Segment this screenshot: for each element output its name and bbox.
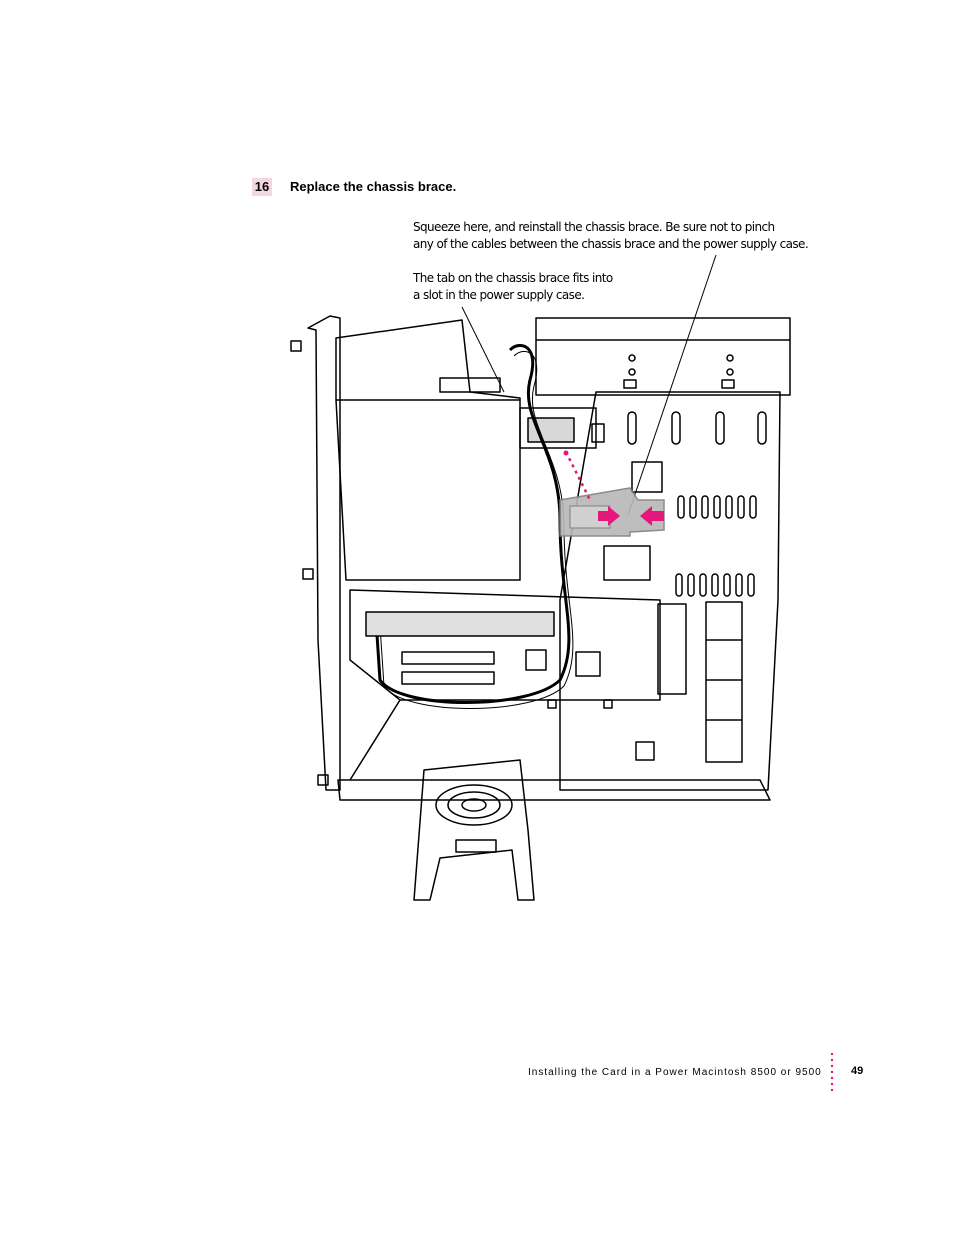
power-supply-box bbox=[519, 407, 597, 449]
callout-squeeze-line2: any of the cables between the chassis br… bbox=[413, 237, 809, 251]
logic-board bbox=[349, 589, 661, 701]
callout-tab-line1: The tab on the chassis brace fits into bbox=[413, 271, 613, 285]
chassis-right-side bbox=[559, 391, 781, 791]
pci-slot-1 bbox=[401, 651, 495, 665]
fan-housing bbox=[413, 759, 535, 901]
case-floor bbox=[337, 779, 771, 801]
running-footer-title: Installing the Card in a Power Macintosh… bbox=[528, 1067, 822, 1078]
squeeze-arrow-left bbox=[598, 506, 620, 526]
bay-rack-left bbox=[657, 603, 687, 695]
cable-bundle bbox=[374, 344, 571, 704]
footer-dotted-divider bbox=[830, 1052, 834, 1092]
front-screw-bottom bbox=[317, 774, 329, 786]
squeeze-arrow-right bbox=[640, 506, 664, 526]
callout-squeeze: Squeeze here, and reinstall the chassis … bbox=[413, 219, 809, 253]
tab-insertion-path bbox=[564, 451, 592, 501]
bay-rack-right bbox=[705, 601, 743, 763]
fan-blades bbox=[435, 784, 513, 826]
callout-squeeze-line1: Squeeze here, and reinstall the chassis … bbox=[413, 220, 775, 234]
front-screw-top bbox=[290, 340, 302, 352]
leader-line-squeeze bbox=[627, 254, 717, 516]
pci-card bbox=[365, 611, 555, 637]
pci-slot-2 bbox=[401, 671, 495, 685]
step-instruction: Replace the chassis brace. bbox=[290, 179, 457, 194]
drive-bay bbox=[335, 319, 521, 581]
page-number: 49 bbox=[851, 1065, 864, 1077]
callout-tab: The tab on the chassis brace fits into a… bbox=[413, 270, 613, 304]
vent-slots-low bbox=[675, 573, 755, 597]
vent-slots-top bbox=[627, 411, 767, 445]
front-panel bbox=[307, 315, 341, 791]
callout-tab-line2: a slot in the power supply case. bbox=[413, 288, 585, 302]
vent-slots-mid bbox=[677, 495, 757, 519]
computer-chassis-illustration bbox=[290, 254, 791, 901]
step-number: 16 bbox=[252, 178, 272, 196]
front-screw-mid bbox=[302, 568, 314, 580]
cdrom-drive bbox=[535, 317, 791, 396]
